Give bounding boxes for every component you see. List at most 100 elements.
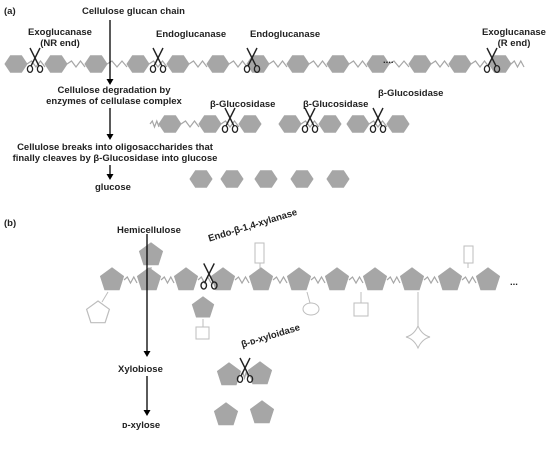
oligosaccharide-bond [220,120,240,128]
beta-glucosidase-3-scissors-icon [369,107,387,134]
glucan-chain-glucose [126,55,150,73]
glucan-chain-glucose [4,55,28,73]
oligosaccharide-glucose [318,115,342,133]
xylobiose-xylose [216,362,242,386]
panel-a-label: (a) [4,6,16,17]
exoglucanase-nr-scissors-icon [26,47,44,74]
glucose-label: glucose [95,182,131,193]
xylan-ellipsis: ... [510,277,518,288]
xylan-xylose [437,267,463,291]
chain-bond [308,60,328,68]
chain-bond [188,60,208,68]
chain-bond [268,60,288,68]
acetyl-side-group [195,326,210,340]
xylan-xylose [286,267,312,291]
chain-bond [148,60,168,68]
chain-end-bond [510,59,525,69]
step-2-line-1: Cellulose breaks into oligosaccharides t… [17,142,213,153]
panel-b-label: (b) [4,218,17,229]
endoglucanase-1-scissors-icon [149,47,167,74]
chain-bond [470,60,490,68]
side-group-oval [302,302,320,316]
glucan-chain-glucose [408,55,432,73]
free-glucose [290,170,314,188]
oligosaccharide-step: Cellulose breaks into oligosaccharides t… [0,142,230,164]
endo-xylanase-scissors-icon [200,263,218,290]
endoglucanase-label-1: Endoglucanase [156,29,227,40]
xylan-xylose [362,267,388,291]
free-glucose [326,170,350,188]
free-xylose [213,402,239,426]
xylan-xylose [248,267,274,291]
glucan-chain-glucose [326,55,350,73]
d-xylose-label: ᴅ-xylose [122,420,161,431]
chain-bond [26,60,46,68]
chain-bond [228,60,248,68]
exoglucanase-r-label: Exoglucanase (R end) [480,27,548,49]
glucuronic-side-group [191,296,215,318]
side-group-rect [463,245,474,264]
chain-bond [388,60,410,68]
free-glucose [189,170,213,188]
glucan-chain-glucose [206,55,230,73]
xylan-xylose [173,267,199,291]
xylan-bond [310,275,326,285]
exoglucanase-r-end: (R end) [497,38,531,49]
oligosaccharide-glucose [198,115,222,133]
hemicellulose-to-xylobiose-arrow-head [143,351,151,357]
xylan-bond [461,275,477,285]
beta-glucosidase-label-3: β-Glucosidase [378,88,444,99]
arabinose-side-group [85,300,111,324]
glucan-chain-glucose [366,55,390,73]
oligosaccharide-glucose [278,115,302,133]
xylobiose-label: Xylobiose [118,364,163,375]
oligosaccharide-glucose [238,115,262,133]
step-1-line-2: enzymes of cellulase complex [46,96,182,107]
xylan-xylose [136,267,162,291]
cellulose-chain-title: Cellulose glucan chain [82,6,185,17]
side-link [101,291,109,303]
xylan-bond [386,275,401,285]
oligosaccharide-bond [368,120,388,128]
exoglucanase-nr-end: (NR end) [40,38,80,49]
beta-glucosidase-1-scissors-icon [221,107,239,134]
oligosaccharide-glucose [346,115,370,133]
step-1-line-1: Cellulose degradation by [57,85,171,96]
free-glucose [254,170,278,188]
xylan-xylose [475,267,501,291]
endoglucanase-2-scissors-icon [243,47,261,74]
chain-bond [430,60,450,68]
glucan-chain-glucose [286,55,310,73]
beta-glucosidase-label-1: β-Glucosidase [210,99,276,110]
glucan-chain-glucose [84,55,108,73]
side-group-rect [254,242,265,264]
xylan-bond [348,275,364,285]
chain-to-degradation-arrow-head [106,79,114,85]
exoglucanase-r-name: Exoglucanase [482,27,546,38]
exoglucanase-r-scissors-icon [483,47,501,74]
step-2-line-2: finally cleaves by β-Glucosidase into gl… [12,153,218,164]
glucan-chain-glucose [166,55,190,73]
xylobiose-to-xylose-arrow-head [143,410,151,416]
xylan-xylose [324,267,350,291]
oligosaccharide-to-glucose-arrow-head [106,174,114,180]
glucan-chain-glucose [448,55,472,73]
side-link [306,291,311,304]
free-xylose [249,400,275,424]
glucan-chain-glucose [44,55,68,73]
beta-glucosidase-label-2: β-Glucosidase [303,99,369,110]
chain-bond [66,60,86,68]
endoglucanase-label-2: Endoglucanase [250,29,321,40]
xylan-bond [272,275,288,285]
oligosaccharide-bond [180,120,200,128]
xylan-bond [123,275,138,285]
glucan-chain-glucose [246,55,270,73]
free-glucose [220,170,244,188]
xylan-xylose [210,267,236,291]
chain-ellipsis: .... [383,55,394,66]
exoglucanase-nr-label: Exoglucanase (NR end) [20,27,100,49]
side-group-star [405,324,431,350]
chain-bond [348,60,368,68]
